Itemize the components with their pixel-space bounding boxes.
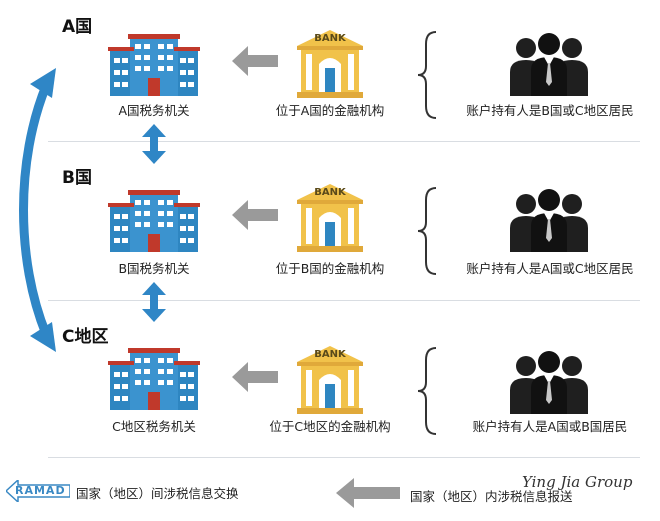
- account-holder-label: 账户持有人是B国或C地区居民: [466, 103, 634, 118]
- bank-label: 位于B国的金融机构: [275, 261, 385, 276]
- account-holder-label: 账户持有人是A国或B国居民: [472, 419, 628, 434]
- bank-sign: BANK: [314, 187, 346, 198]
- people-icon: [506, 348, 592, 418]
- exchange-vertical-arrow-icon: [142, 124, 166, 164]
- brace-icon: [417, 347, 437, 435]
- section-divider: [48, 141, 640, 142]
- bank-sign: BANK: [314, 349, 346, 360]
- report-arrow-icon: [232, 362, 278, 392]
- report-arrow-icon: [232, 200, 278, 230]
- bank-label: 位于A国的金融机构: [275, 103, 385, 118]
- bank-sign: BANK: [314, 33, 346, 44]
- tax-authority-label: B国税务机关: [118, 261, 190, 276]
- bank-icon: [297, 184, 363, 256]
- section-title-c: C地区: [62, 327, 109, 347]
- exchange-legend-label: 国家（地区）间涉税信息交换: [76, 486, 239, 501]
- report-legend-arrow-icon: [336, 478, 400, 508]
- bank-icon: [297, 346, 363, 418]
- brace-icon: [417, 187, 437, 275]
- bank-icon: [297, 30, 363, 102]
- section-title-b: B国: [62, 168, 92, 188]
- bank-label: 位于C地区的金融机构: [269, 419, 391, 434]
- tax-authority-label: A国税务机关: [118, 103, 190, 118]
- tax-authority-label: C地区税务机关: [112, 419, 196, 434]
- section-divider: [48, 457, 640, 458]
- exchange-legend-arrow-icon: [6, 480, 70, 502]
- exchange-vertical-arrow-icon: [142, 282, 166, 322]
- brace-icon: [417, 31, 437, 119]
- watermark: Ying Jia Group: [522, 473, 633, 491]
- tax-building-icon: [108, 348, 200, 414]
- people-icon: [506, 186, 592, 256]
- ramad-logo: RAMAD: [15, 484, 66, 497]
- tax-building-icon: [108, 190, 200, 256]
- account-holder-label: 账户持有人是A国或C地区居民: [466, 261, 634, 276]
- section-divider: [48, 300, 640, 301]
- people-icon: [506, 30, 592, 100]
- exchange-curved-arrow-icon: [19, 68, 56, 352]
- report-arrow-icon: [232, 46, 278, 76]
- report-legend-label: 国家（地区）内涉税信息报送: [410, 489, 573, 504]
- tax-building-icon: [108, 34, 200, 100]
- section-title-a: A国: [62, 17, 93, 37]
